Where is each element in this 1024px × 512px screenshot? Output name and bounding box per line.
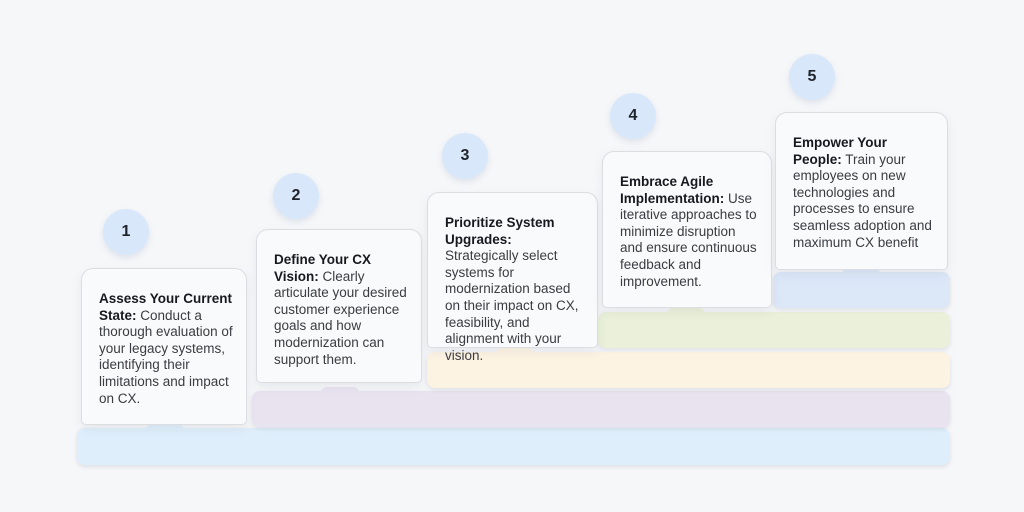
step-number-badge-5: 5 bbox=[789, 54, 835, 100]
step-bar-1 bbox=[77, 424, 950, 465]
step-number-badge-1: 1 bbox=[103, 209, 149, 255]
step-title: Embrace Agile Implementation: bbox=[620, 174, 725, 206]
step-number-badge-3: 3 bbox=[442, 133, 488, 179]
step-body: Use iterative approaches to minimize dis… bbox=[620, 190, 757, 289]
step-card-assess-current-state: Assess Your Current State: Conduct a tho… bbox=[81, 268, 247, 425]
step-bar-4 bbox=[598, 308, 950, 348]
step-bar-2 bbox=[252, 387, 950, 427]
step-body: Conduct a thorough evaluation of your le… bbox=[99, 307, 233, 406]
step-title: Prioritize System Upgrades: bbox=[445, 215, 555, 247]
step-number-badge-4: 4 bbox=[610, 93, 656, 139]
step-number-badge-2: 2 bbox=[273, 173, 319, 219]
step-title: Assess Your Current State: bbox=[99, 291, 233, 323]
step-number-4: 4 bbox=[628, 107, 638, 124]
step-title: Define Your CX Vision: bbox=[274, 252, 372, 284]
step-bar-5 bbox=[773, 268, 950, 308]
step-number-3: 3 bbox=[460, 147, 470, 164]
step-card-empower-your-people: Empower Your People: Train your employee… bbox=[775, 112, 948, 270]
step-body: Clearly articulate your desired customer… bbox=[274, 268, 407, 367]
step-body: Train your employees on new technologies… bbox=[793, 151, 932, 250]
step-card-embrace-agile-implementation: Embrace Agile Implementation: Use iterat… bbox=[602, 151, 772, 308]
step-title: Empower Your People: bbox=[793, 135, 888, 167]
step-card-define-cx-vision: Define Your CX Vision: Clearly articulat… bbox=[256, 229, 422, 383]
step-number-5: 5 bbox=[807, 68, 817, 85]
step-bar-3 bbox=[427, 348, 950, 388]
step-card-prioritize-system-upgrades: Prioritize System Upgrades: Strategicall… bbox=[427, 192, 598, 363]
step-body: Strategically select systems for moderni… bbox=[445, 248, 579, 363]
step-number-1: 1 bbox=[121, 223, 131, 240]
step-number-2: 2 bbox=[291, 187, 301, 204]
